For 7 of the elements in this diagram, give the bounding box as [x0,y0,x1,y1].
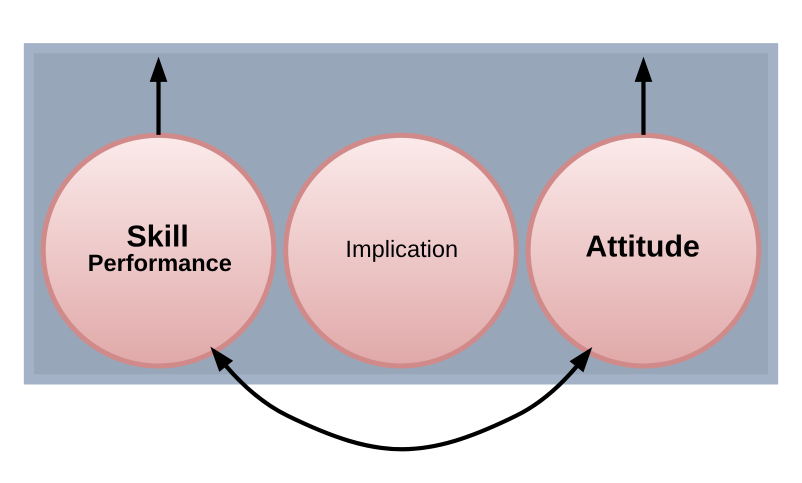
cluster [24,42,778,384]
node-circle: Attitude [526,132,762,368]
arrow [634,56,652,134]
arrow [210,346,592,451]
node-circle: Implication [283,132,519,368]
arrow [150,56,168,134]
node-circle: Skill Performance [40,132,276,368]
